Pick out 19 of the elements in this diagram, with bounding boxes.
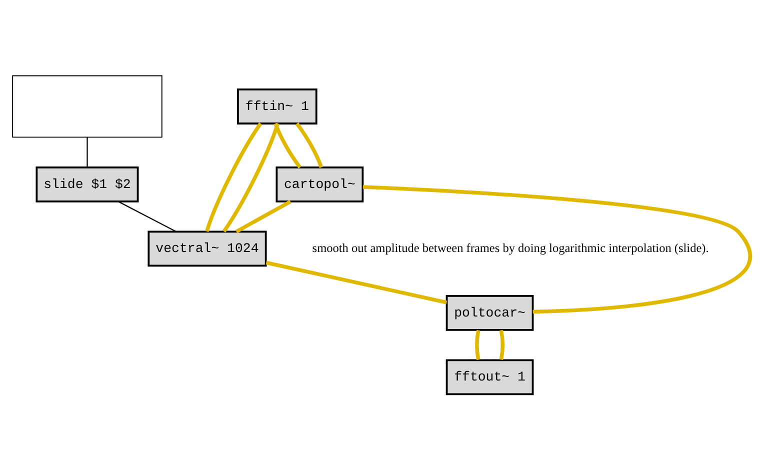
connector: [235, 200, 292, 234]
node-box: vectral~ 1024: [148, 230, 267, 267]
connector: [86, 138, 88, 168]
connector: [499, 330, 504, 360]
node-box: poltocar~: [446, 295, 534, 331]
node-box: fftin~ 1: [237, 88, 318, 124]
label: smooth out amplitude between frames by doing logarithmic interpolation (slide).: [312, 240, 709, 255]
connector: [362, 185, 752, 314]
connector: [205, 122, 262, 232]
node-box: slide $1 $2: [36, 166, 139, 202]
connector: [295, 122, 324, 168]
connector: [475, 330, 480, 360]
connector: [274, 122, 302, 169]
node-box: [12, 75, 162, 138]
node-box: fftout~ 1: [446, 359, 534, 396]
node-box: cartopol~: [276, 166, 364, 202]
connector: [266, 260, 448, 304]
connector: [222, 122, 280, 232]
connector: [118, 201, 176, 232]
